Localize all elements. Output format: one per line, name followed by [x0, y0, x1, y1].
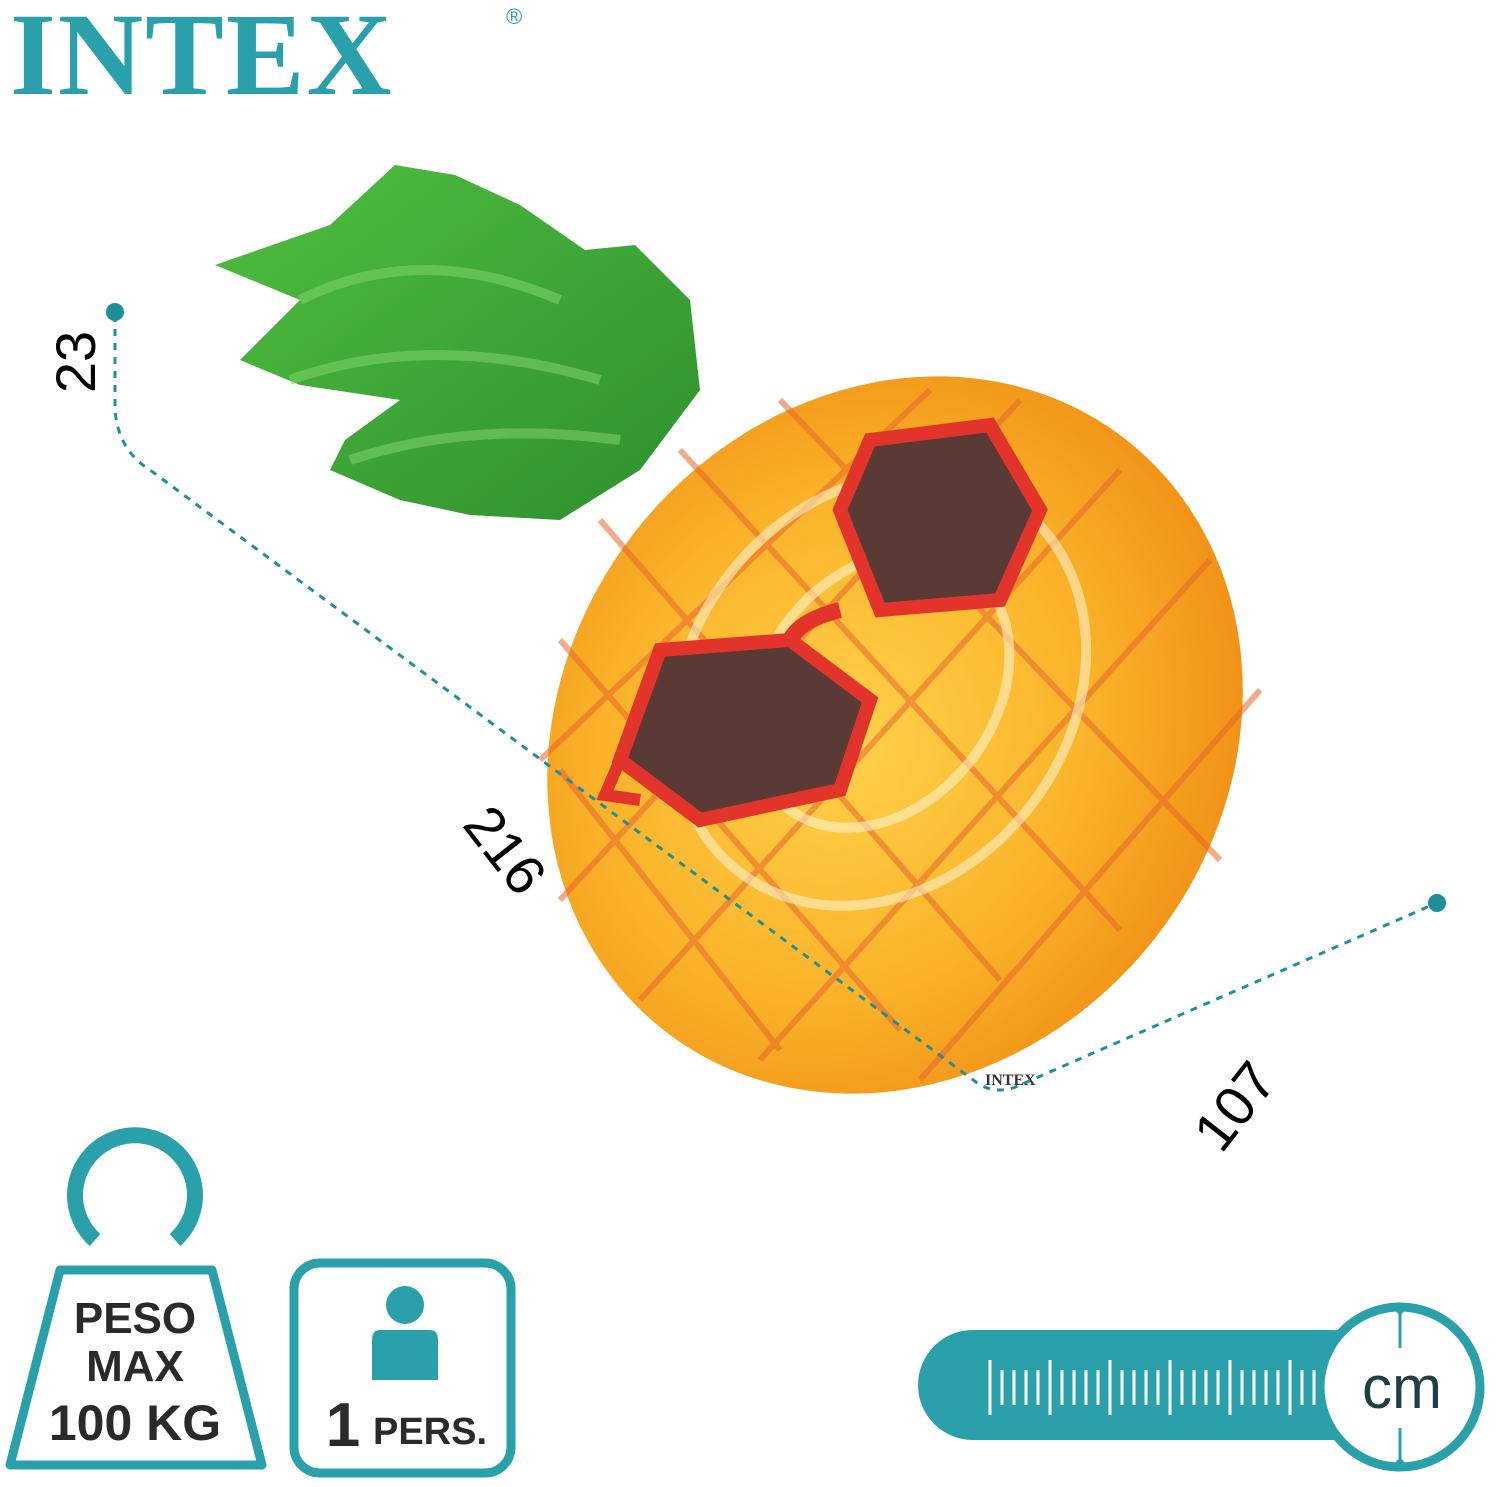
- persons-count: 1: [325, 1391, 361, 1460]
- ruler-unit: cm: [1362, 1354, 1442, 1421]
- dimension-endpoint-right: [1428, 894, 1446, 912]
- person-icon: [289, 1258, 516, 1478]
- dimension-width: 107: [1181, 1050, 1288, 1162]
- weight-line-2: MAX: [86, 1342, 184, 1391]
- weight-value: 100 KG: [48, 1395, 222, 1451]
- product-print: INTEX: [985, 1072, 1036, 1089]
- pineapple-leaves: [215, 165, 700, 520]
- sunglasses-graphic: [596, 417, 1048, 828]
- pineapple-body: [537, 376, 1263, 1094]
- dimension-endpoint-top: [106, 303, 124, 321]
- weight-line-1: PESO: [73, 1294, 197, 1343]
- registered-mark: ®: [506, 4, 523, 29]
- dimension-length: 216: [452, 794, 559, 906]
- dimension-height: 23: [44, 331, 107, 393]
- ruler-icon: [918, 1302, 1485, 1472]
- persons-label: PERS.: [372, 1411, 488, 1453]
- weight-icon: [5, 1127, 267, 1470]
- brand-logo: INTEX ®: [10, 0, 530, 120]
- brand-name: INTEX: [10, 0, 394, 120]
